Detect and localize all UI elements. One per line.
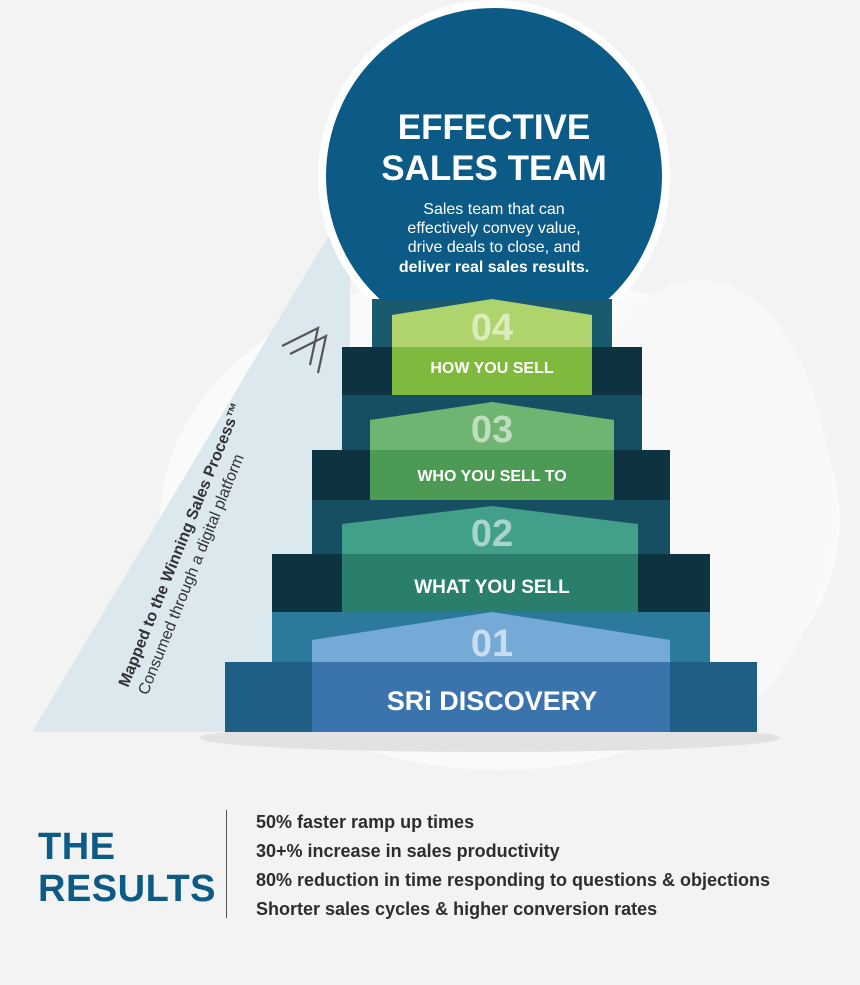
result-item: 50% faster ramp up times bbox=[256, 812, 475, 832]
step-4-label: HOW YOU SELL bbox=[430, 360, 553, 377]
goal-title-line2: SALES TEAM bbox=[381, 149, 607, 188]
result-item: 30+% increase in sales productivity bbox=[256, 841, 560, 861]
step-3-label: WHO YOU SELL TO bbox=[417, 468, 566, 485]
goal-circle-fill bbox=[326, 8, 662, 344]
goal-desc-line1: Sales team that can bbox=[423, 201, 564, 218]
results-heading-line1: THE bbox=[38, 826, 116, 868]
goal-desc-line3: drive deals to close, and bbox=[408, 239, 581, 256]
results-heading: THE RESULTS bbox=[38, 826, 216, 910]
step-2-number: 02 bbox=[471, 513, 513, 555]
results-divider bbox=[226, 810, 227, 918]
goal-desc-line4: deliver real sales results. bbox=[399, 259, 589, 276]
step-4-number: 04 bbox=[471, 307, 513, 349]
results-heading-line2: RESULTS bbox=[38, 868, 217, 910]
step-1 bbox=[225, 612, 757, 732]
step-3 bbox=[312, 395, 670, 500]
goal-desc-line2: effectively convey value, bbox=[407, 220, 580, 237]
step-1-number: 01 bbox=[471, 623, 513, 665]
step-3-number: 03 bbox=[471, 409, 513, 451]
step-4 bbox=[342, 299, 642, 395]
side-triangle bbox=[32, 200, 350, 732]
goal-title-line1: EFFECTIVE bbox=[398, 108, 591, 147]
chevron-up-right-icon bbox=[281, 325, 328, 374]
step-1-label: SRi DISCOVERY bbox=[387, 686, 598, 716]
results-list: 50% faster ramp up times 30+% increase i… bbox=[256, 808, 770, 924]
step-2-label: WHAT YOU SELL bbox=[414, 577, 570, 598]
result-item: Shorter sales cycles & higher conversion… bbox=[256, 899, 658, 919]
result-item: 80% reduction in time responding to ques… bbox=[256, 870, 771, 890]
step-2 bbox=[272, 500, 710, 612]
